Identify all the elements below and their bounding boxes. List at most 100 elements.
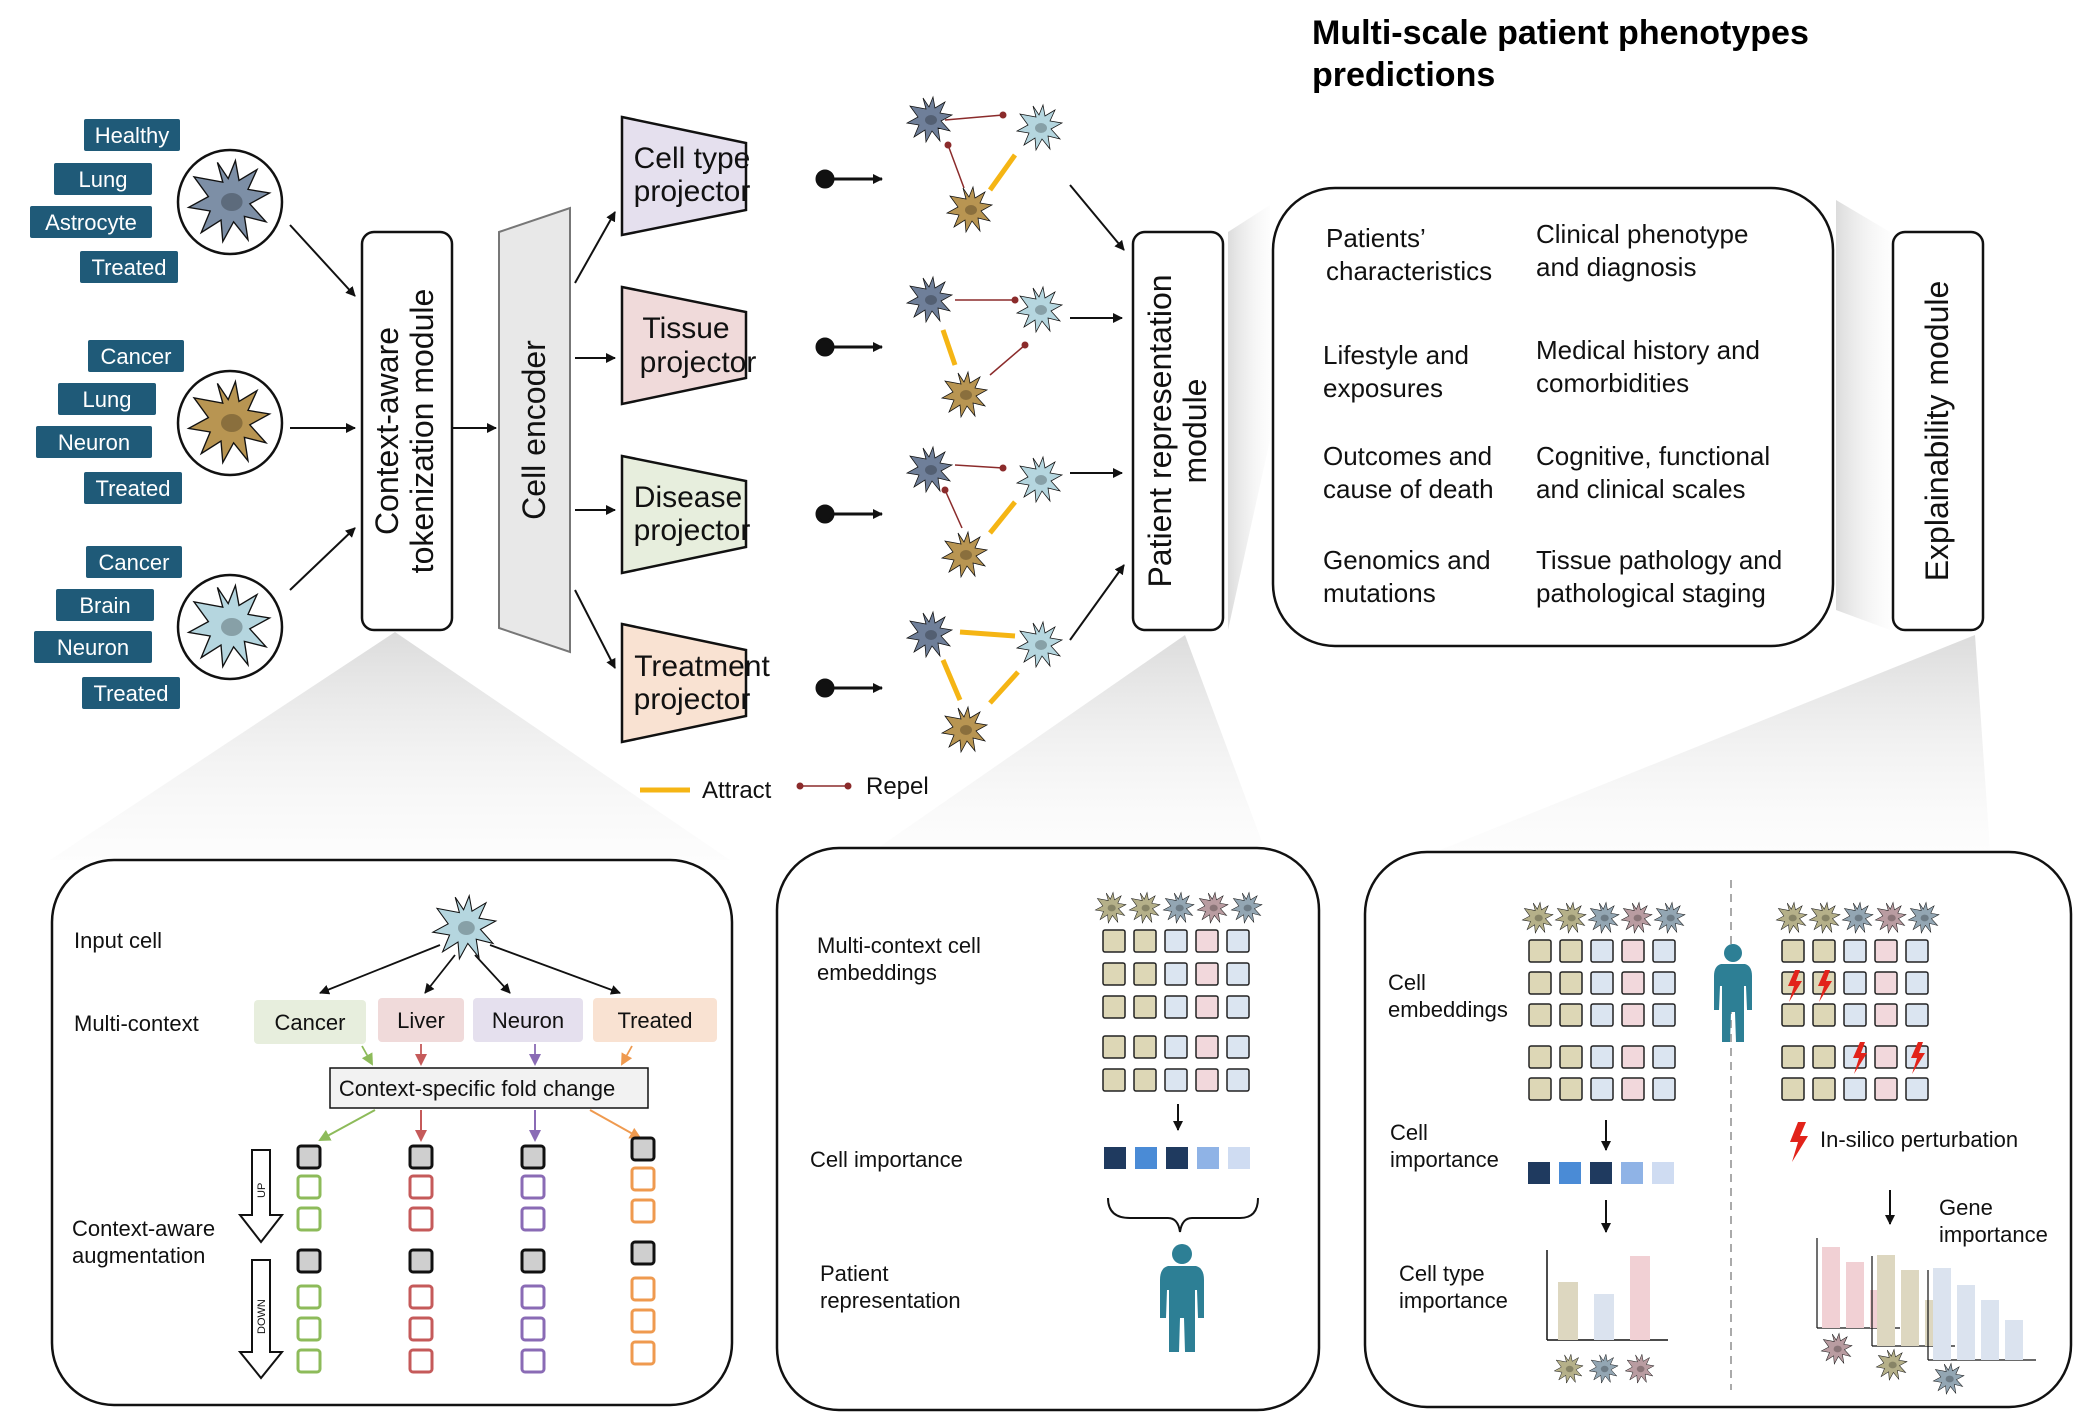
importance-cell: [1559, 1162, 1581, 1184]
panel-augmentation: Input cell Multi-context Cancer Liver Ne…: [50, 858, 734, 1407]
figure-title-line2: predictions: [1312, 56, 1495, 94]
embedding-cell: [1102, 929, 1126, 953]
fold-square-down: [296, 1348, 322, 1374]
context-cancer: Cancer: [254, 1000, 366, 1044]
embedding-cell: [1559, 1077, 1583, 1101]
embedding-cell: [1164, 1035, 1188, 1059]
embedding-cell: [1102, 1035, 1126, 1059]
p2-embeddings-label-2: embeddings: [817, 960, 937, 985]
svg-text:projector: projector: [640, 346, 757, 379]
importance-cell: [1135, 1147, 1157, 1169]
embedding-cell: [1812, 1003, 1836, 1027]
svg-text:and diagnosis: and diagnosis: [1536, 252, 1696, 282]
embedding-space-cell-type: [906, 96, 1063, 233]
embedding-cell: [1905, 1077, 1929, 1101]
lightning-icon: [1788, 970, 1802, 1002]
svg-text:and clinical scales: and clinical scales: [1536, 474, 1746, 504]
embedding-cell: [1621, 939, 1645, 963]
embedding-cell: [1812, 939, 1836, 963]
fold-square-down: [630, 1340, 656, 1366]
fold-square-neutral: [296, 1144, 322, 1170]
embedding-cell: [1195, 929, 1219, 953]
tokenization-module: Context-aware tokenization module: [360, 230, 454, 632]
embedding-cell: [1590, 939, 1614, 963]
fold-square-down: [520, 1284, 546, 1310]
phenotype-4: Medical history and: [1536, 335, 1760, 365]
p3-embeddings-label-1: Cell: [1388, 970, 1426, 995]
svg-text:Patient representation: Patient representation: [1142, 274, 1178, 587]
embedding-cell: [1874, 939, 1898, 963]
fold-square-up: [408, 1174, 434, 1200]
svg-text:Lung: Lung: [79, 167, 128, 192]
embedding-cell: [1874, 1045, 1898, 1069]
embedding-cell: [1843, 1077, 1867, 1101]
phenotype-8: Tissue pathology and: [1536, 545, 1782, 575]
p2-importance-bar: [1104, 1147, 1250, 1169]
embedding-cell: [1226, 1068, 1250, 1092]
gene-importance-label-1: Gene: [1939, 1195, 1993, 1220]
svg-text:characteristics: characteristics: [1326, 256, 1492, 286]
tag-treated: Treated: [84, 472, 182, 504]
phenotype-5: Outcomes and: [1323, 441, 1492, 471]
svg-text:In-silico perturbation: In-silico perturbation: [1820, 1127, 2018, 1152]
embedding-cell: [1133, 1035, 1157, 1059]
embedding-cell: [1812, 1077, 1836, 1101]
zoom-fan-patient: [875, 635, 1265, 850]
embedding-cell: [1590, 1003, 1614, 1027]
embedding-cell: [1164, 1068, 1188, 1092]
input-cell-3: [176, 573, 284, 681]
svg-text:Neuron: Neuron: [57, 635, 129, 660]
fold-square-neutral: [630, 1240, 656, 1266]
svg-text:Neuron: Neuron: [492, 1008, 564, 1033]
svg-text:Healthy: Healthy: [95, 123, 170, 148]
svg-text:Cancer: Cancer: [101, 344, 172, 369]
fold-square-neutral: [630, 1136, 656, 1162]
svg-text:Astrocyte: Astrocyte: [45, 210, 137, 235]
embedding-cell: [1621, 1003, 1645, 1027]
embedding-cell: [1133, 929, 1157, 953]
gene-importance-label-2: importance: [1939, 1222, 2048, 1247]
augmentation-label-1: Context-aware: [72, 1216, 215, 1241]
tag-cancer: Cancer: [86, 546, 182, 578]
embedding-cell: [1164, 995, 1188, 1019]
embedding-cell: [1652, 939, 1676, 963]
embedding-cell: [1781, 1077, 1805, 1101]
fold-square-down: [296, 1284, 322, 1310]
tag-treated: Treated: [80, 251, 178, 283]
up-label: UP: [256, 1183, 268, 1198]
svg-text:Context-aware: Context-aware: [369, 327, 405, 535]
svg-text:Cancer: Cancer: [275, 1010, 346, 1035]
p3-patient-figure: [1714, 944, 1752, 1042]
svg-text:Disease: Disease: [634, 481, 742, 514]
embedding-cell: [1905, 939, 1929, 963]
svg-text:projector: projector: [634, 514, 751, 547]
p3-gene-importance-chart: [1816, 1238, 2036, 1395]
fold-square-neutral: [296, 1248, 322, 1274]
phenotype-2: Clinical phenotype: [1536, 219, 1748, 249]
importance-cell: [1104, 1147, 1126, 1169]
tag-healthy: Healthy: [84, 119, 180, 151]
importance-cell: [1197, 1147, 1219, 1169]
svg-text:Neuron: Neuron: [58, 430, 130, 455]
p2-patient-label-1: Patient: [820, 1261, 889, 1286]
embedding-space-tissue: [906, 276, 1063, 418]
context-liver: Liver: [378, 998, 464, 1042]
p3-celltype-label-1: Cell type: [1399, 1261, 1485, 1286]
embedding-cell: [1226, 929, 1250, 953]
tag-neuron: Neuron: [36, 426, 152, 458]
embedding-cell: [1133, 995, 1157, 1019]
legend-repel: Repel: [866, 773, 929, 800]
embedding-space-disease: [906, 446, 1063, 578]
embedding-cell: [1874, 971, 1898, 995]
lightning-icon: [1818, 970, 1832, 1002]
embedding-cell: [1226, 995, 1250, 1019]
svg-text:Treated: Treated: [95, 476, 170, 501]
input-cell-1: [176, 148, 284, 256]
fold-square-up: [630, 1166, 656, 1192]
svg-text:Treatment: Treatment: [634, 650, 770, 683]
figure-title-line1: Multi-scale patient phenotypes: [1312, 14, 1809, 52]
tag-treated: Treated: [82, 677, 180, 709]
svg-text:Tissue: Tissue: [642, 312, 729, 345]
embedding-cell: [1195, 995, 1219, 1019]
embedding-cell: [1812, 1045, 1836, 1069]
